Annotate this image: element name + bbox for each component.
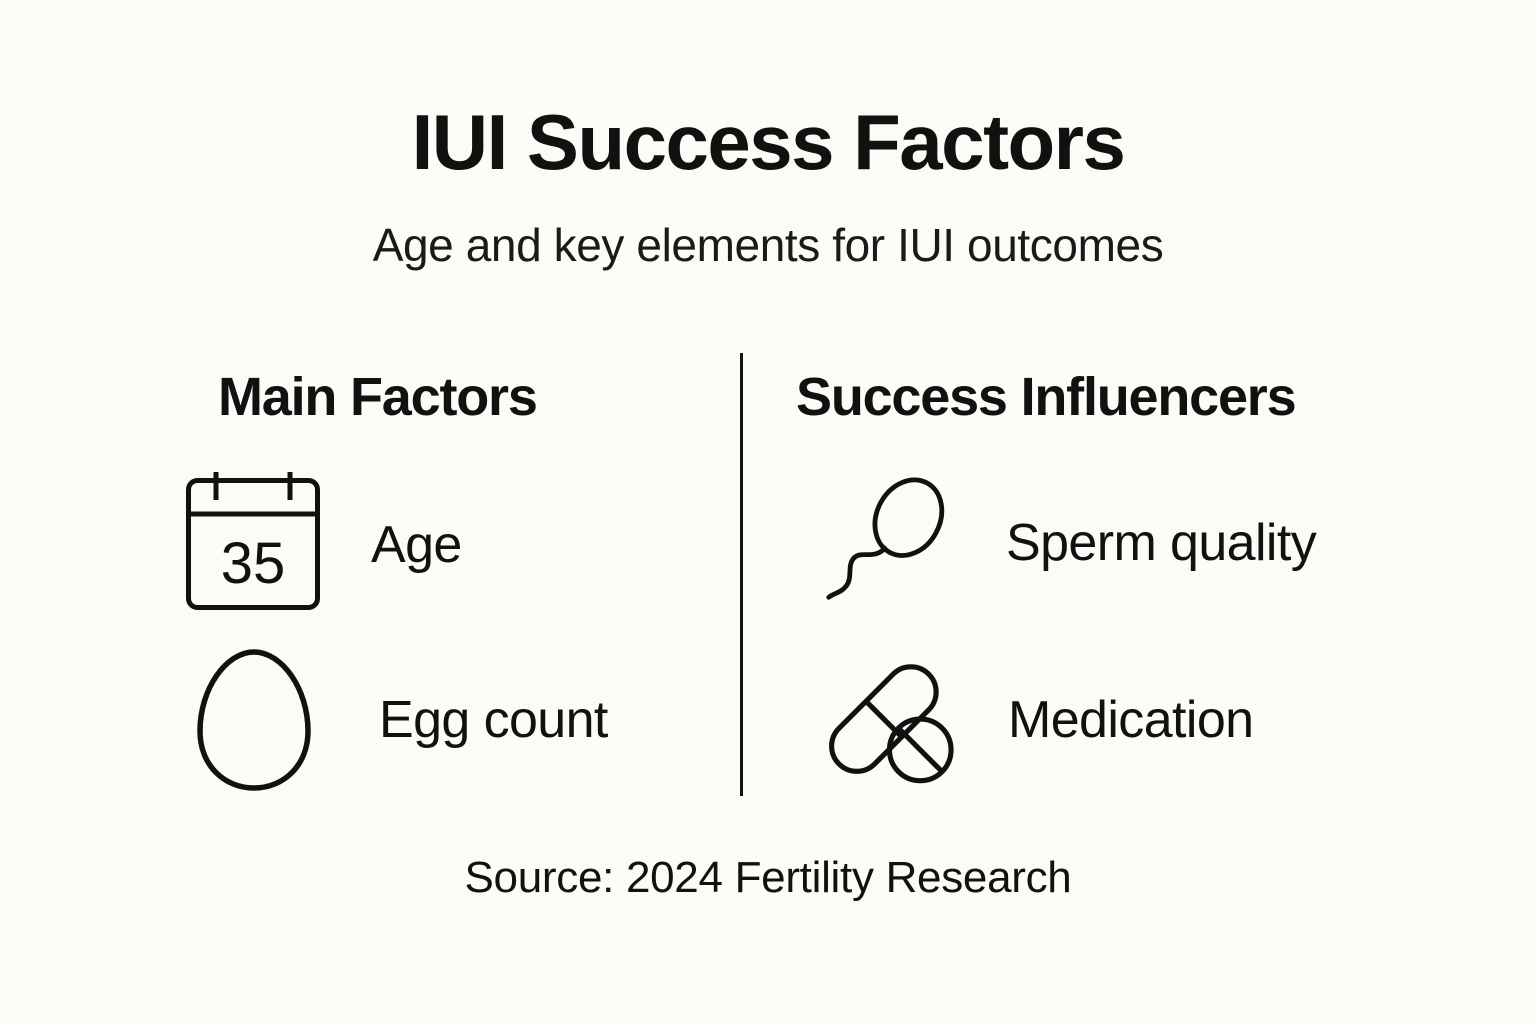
page-title: IUI Success Factors bbox=[411, 98, 1126, 186]
list-item-medication: Medication bbox=[826, 645, 1254, 795]
sperm-icon bbox=[820, 468, 960, 618]
page-subtitle: Age and key elements for IUI outcomes bbox=[372, 219, 1164, 271]
column-divider bbox=[740, 353, 743, 796]
calendar-icon: 35 bbox=[186, 470, 326, 620]
list-item-label-egg-count: Egg count bbox=[379, 691, 608, 749]
column-heading-main-factors: Main Factors bbox=[218, 367, 538, 427]
list-item-egg-count: Egg count bbox=[186, 645, 608, 795]
egg-icon bbox=[186, 645, 326, 795]
calendar-value: 35 bbox=[221, 531, 286, 596]
list-item-label-sperm-quality: Sperm quality bbox=[1006, 514, 1317, 572]
column-heading-success-influencers: Success Influencers bbox=[796, 367, 1297, 427]
list-item-label-medication: Medication bbox=[1008, 691, 1254, 749]
list-item-label-age: Age bbox=[371, 516, 462, 574]
source-note: Source: 2024 Fertility Research bbox=[464, 853, 1072, 902]
pill-icon bbox=[826, 645, 966, 795]
list-item-sperm-quality: Sperm quality bbox=[820, 468, 1317, 618]
list-item-age: 35 Age bbox=[186, 470, 462, 620]
